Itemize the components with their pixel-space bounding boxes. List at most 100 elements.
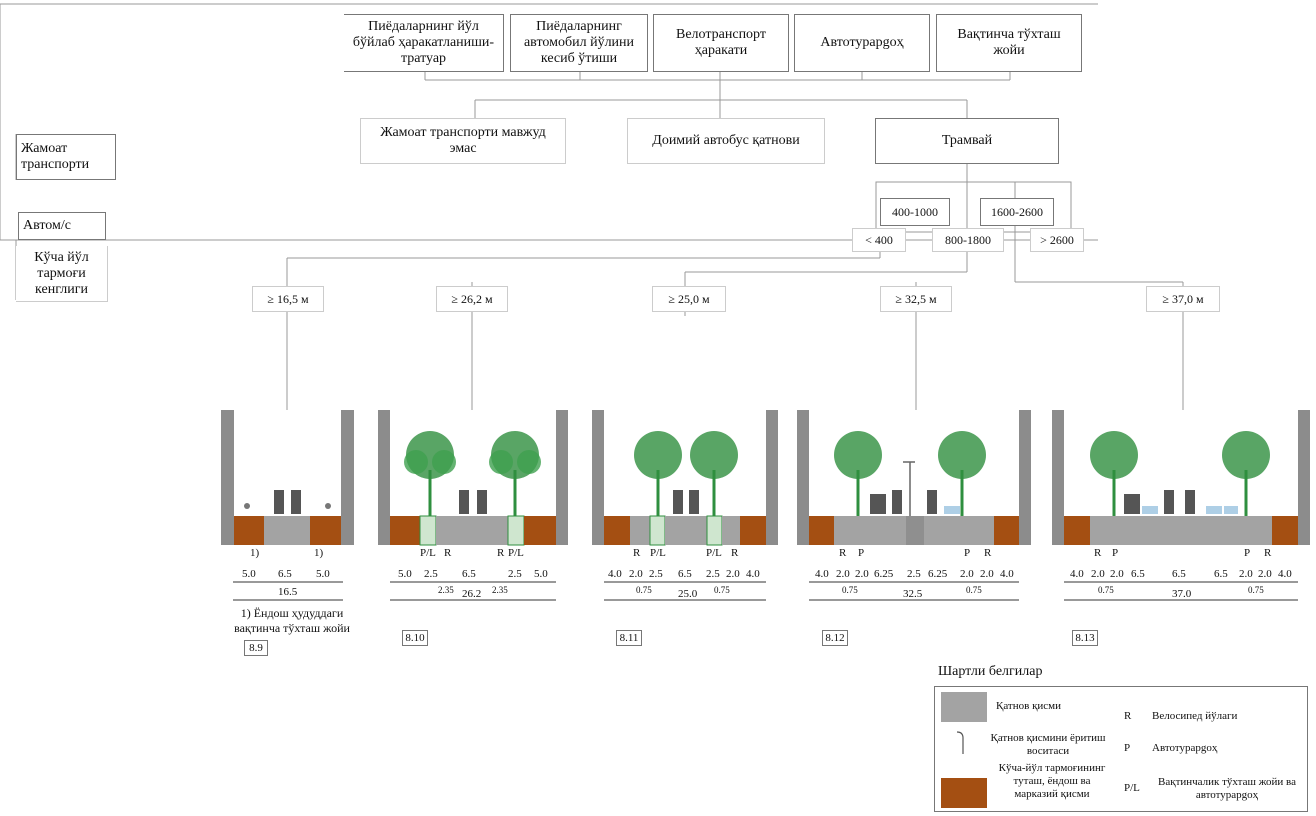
transport-bus: Доимий автобус қатнови <box>627 118 825 164</box>
section-dim: 6.5 <box>278 568 292 580</box>
section-dim: 6.5 <box>1214 568 1228 580</box>
section-dim: 2.0 <box>855 568 869 580</box>
section-dim: 2.5 <box>907 568 921 580</box>
section-dim: 6.5 <box>678 568 692 580</box>
section-marker: R <box>633 547 641 559</box>
section-dim: 2.0 <box>960 568 974 580</box>
range-800-1800: 800-1800 <box>932 228 1004 252</box>
threshold-32-5: ≥ 32,5 м <box>880 286 952 312</box>
section-drawing-8-13 <box>1052 410 1310 545</box>
section-drawing-8-12 <box>797 410 1031 545</box>
section-marker: R <box>444 547 452 559</box>
section-dim: 2.0 <box>629 568 643 580</box>
tree-shape <box>404 431 541 516</box>
legend-r-label: Велосипед йўлаги <box>1152 710 1238 722</box>
side-label-auto: Автом/с <box>18 212 106 240</box>
legend-carriageway-label: Қатнов қисми <box>996 700 1062 712</box>
section-id-8-12: 8.12 <box>822 630 848 646</box>
section-dim: 2.0 <box>980 568 994 580</box>
section-subdim: 0.75 <box>1248 585 1264 595</box>
section-marker: P <box>858 547 865 559</box>
section-dim: 4.0 <box>746 568 760 580</box>
legend-crossing-symbol <box>956 731 964 754</box>
legend-title: Шартли белгилар <box>938 664 1043 679</box>
legend-carriageway-swatch <box>941 692 987 722</box>
section-total: 26.2 <box>462 588 482 600</box>
section-dim: 6.25 <box>928 568 948 580</box>
section-marker: P <box>964 547 971 559</box>
legend-pl-label: Вақтинчалик тўхташ жойи ва автотурарgоҳ <box>1158 776 1296 801</box>
range-over-2600: > 2600 <box>1030 228 1084 252</box>
section-marker: R <box>731 547 739 559</box>
section-dim: 2.5 <box>706 568 720 580</box>
section-marker: R <box>1094 547 1102 559</box>
legend-p-label: Автотурарgоҳ <box>1152 742 1218 754</box>
section-subdim: 0.75 <box>1098 585 1114 595</box>
section-marker: R <box>1264 547 1272 559</box>
range-400-1000: 400-1000 <box>880 198 950 226</box>
section-dim: 5.0 <box>316 568 330 580</box>
section-marker: P/L <box>508 547 524 559</box>
category-bicycle: Велотранспорт ҳаракати <box>653 14 789 72</box>
section-dim: 5.0 <box>534 568 548 580</box>
legend-p-symbol: P <box>1124 742 1131 754</box>
section-dim: 2.0 <box>836 568 850 580</box>
legend-crossing-label: Қатнов қисмини ёритиш воситаси <box>990 732 1106 757</box>
section-dim: 4.0 <box>1070 568 1084 580</box>
section-id-8-13: 8.13 <box>1072 630 1098 646</box>
section-marker: P <box>1244 547 1251 559</box>
section-dim: 4.0 <box>1278 568 1292 580</box>
section-dim: 5.0 <box>398 568 412 580</box>
section-dim: 2.0 <box>1258 568 1272 580</box>
section-dim: 6.5 <box>1172 568 1186 580</box>
threshold-16-5: ≥ 16,5 м <box>252 286 324 312</box>
section-dim: 6.5 <box>462 568 476 580</box>
category-crossing: Пиёдаларнинг автомобил йўлини кесиб ўтиш… <box>510 14 648 72</box>
section-subdim: 0.75 <box>966 585 982 595</box>
section-dim: 2.5 <box>508 568 522 580</box>
section-dim: 5.0 <box>242 568 256 580</box>
side-label-street-width: Кўча йўл тармоғи кенглиги <box>16 246 108 302</box>
section-id-8-11: 8.11 <box>616 630 642 646</box>
section-dim: 2.0 <box>726 568 740 580</box>
section-marker: R <box>497 547 505 559</box>
threshold-37-0: ≥ 37,0 м <box>1146 286 1220 312</box>
section-marker: P/L <box>650 547 666 559</box>
section-subdim: 2.35 <box>438 585 454 595</box>
side-label-public-transport: Жамоат транспорти <box>16 134 116 180</box>
section-dim: 4.0 <box>608 568 622 580</box>
section-dim: 2.5 <box>649 568 663 580</box>
section-marker: P/L <box>420 547 436 559</box>
section-dim: 2.5 <box>424 568 438 580</box>
transport-none: Жамоат транспорти мавжуд эмас <box>360 118 566 164</box>
section-subdim: 0.75 <box>842 585 858 595</box>
section-total: 37.0 <box>1172 588 1192 600</box>
section-marker: R <box>839 547 847 559</box>
legend-r-symbol: R <box>1124 710 1132 722</box>
section-dim: 4.0 <box>815 568 829 580</box>
section-subdim: 2.35 <box>492 585 508 595</box>
legend-street-part-label: Кўча-йўл тармоғининг туташ, ёндош ва мар… <box>998 762 1106 800</box>
threshold-25-0: ≥ 25,0 м <box>652 286 726 312</box>
section-dim: 2.0 <box>1110 568 1124 580</box>
category-temp-stop: Вақтинча тўхташ жойи <box>936 14 1082 72</box>
section-dim: 2.0 <box>1239 568 1253 580</box>
section-total: 32.5 <box>903 588 923 600</box>
section-subdim: 0.75 <box>714 585 730 595</box>
section-total: 25.0 <box>678 588 698 600</box>
transport-tram: Трамвай <box>875 118 1059 164</box>
section-id-8-9: 8.9 <box>244 640 268 656</box>
section-subdim: 0.75 <box>636 585 652 595</box>
section-dim: 2.0 <box>1091 568 1105 580</box>
section-marker: R <box>984 547 992 559</box>
section-dim: 6.25 <box>874 568 894 580</box>
section-drawing-8-11 <box>592 410 778 546</box>
section-id-8-10: 8.10 <box>402 630 428 646</box>
section-marker: P/L <box>706 547 722 559</box>
category-parking: Автотурарgоҳ <box>794 14 930 72</box>
section-marker: P <box>1112 547 1119 559</box>
range-1600-2600: 1600-2600 <box>980 198 1054 226</box>
section-drawing-8-9 <box>221 410 354 545</box>
legend-brown-swatch <box>941 778 987 808</box>
